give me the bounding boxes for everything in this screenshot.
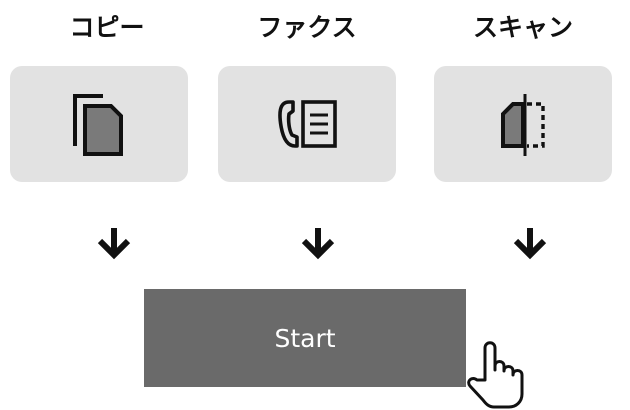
arrow-down-icon [97, 228, 131, 260]
mode-label-fax: ファクス [257, 13, 357, 42]
copy-icon [73, 94, 123, 156]
hand-pointer-icon [467, 341, 524, 409]
arrow-down-icon [513, 228, 547, 260]
fax-mode-tile[interactable] [218, 66, 396, 182]
scan-mode-tile[interactable] [434, 66, 612, 182]
start-button[interactable]: Start [144, 289, 466, 387]
arrow-down-icon [301, 228, 335, 260]
copy-mode-tile[interactable] [10, 66, 188, 182]
mode-label-copy: コピー [69, 13, 145, 42]
scan-icon [501, 94, 545, 156]
fax-icon [278, 100, 337, 148]
mode-label-scan: スキャン [472, 13, 573, 42]
